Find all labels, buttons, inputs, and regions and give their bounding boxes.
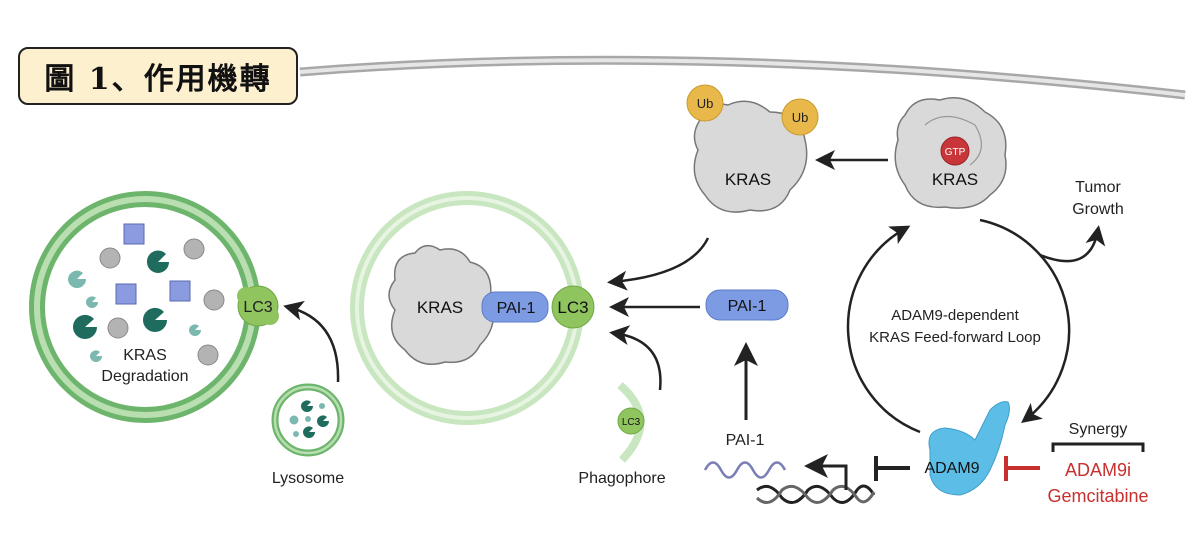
tumor-growth-arrow	[1039, 225, 1106, 263]
cargo-circle	[183, 238, 205, 260]
loop-label: ADAM9-dependent	[891, 307, 1019, 324]
cargo-square	[123, 223, 145, 245]
synergy-label: Synergy	[1069, 421, 1128, 438]
mrna-icon	[703, 461, 787, 479]
kras-degradation-label-2: Degradation	[101, 368, 188, 385]
pai1-label: PAI-1	[497, 300, 536, 317]
tumor-growth-label-2: Growth	[1072, 201, 1124, 218]
figure-title: 圖 1、作用機轉	[18, 47, 298, 105]
lc3-label: LC3	[243, 299, 272, 316]
tumor-growth-label: Tumor	[1075, 179, 1121, 196]
cargo-circle	[107, 317, 129, 339]
lysosome: Lysosome	[271, 383, 345, 487]
gtp-label: GTP	[945, 147, 966, 158]
cargo-square	[169, 280, 191, 302]
pai1-mrna-label: PAI-1	[726, 432, 765, 449]
cell-membrane	[299, 55, 1186, 100]
pai1-protein-free: PAI-1	[705, 289, 789, 321]
adam9-label: ADAM9	[924, 460, 979, 477]
kras-degradation-label: KRAS	[123, 347, 167, 364]
dna-helix-icon	[755, 484, 876, 504]
kras-label: KRAS	[417, 298, 463, 317]
gemcitabine-label: Gemcitabine	[1047, 486, 1148, 506]
phagophore-arrow	[609, 325, 662, 391]
lc3-label: LC3	[622, 417, 641, 428]
ubiquitination-arrow	[607, 237, 710, 291]
kras-protein: KRAS	[388, 244, 495, 365]
feed-forward-loop: ADAM9-dependent KRAS Feed-forward Loop	[846, 218, 1071, 434]
kras-label: KRAS	[725, 170, 771, 189]
gtp-molecule: GTP	[940, 136, 970, 166]
cargo-circle	[99, 247, 121, 269]
active-kras-gtp: GTP KRAS	[894, 97, 1007, 209]
phagophore: LC3 Phagophore	[578, 381, 666, 487]
ubiquitinated-kras: Ub Ub KRAS	[686, 84, 819, 213]
cargo-circle	[197, 344, 219, 366]
lc3-protein: LC3	[551, 285, 595, 329]
ub-label: Ub	[697, 96, 714, 111]
ubiquitin: Ub	[781, 98, 819, 136]
pai1-label: PAI-1	[728, 298, 767, 315]
autolysosome: KRAS Degradation LC3	[29, 191, 279, 423]
loop-label-2: KRAS Feed-forward Loop	[869, 329, 1041, 346]
pai1-protein: PAI-1	[481, 291, 549, 323]
lysosome-label: Lysosome	[272, 470, 344, 487]
fusion-arrow	[283, 300, 340, 383]
transcription-arrow	[804, 454, 848, 490]
loop-arrow-right	[979, 218, 1071, 424]
enzyme-icon	[67, 250, 201, 362]
phagophore-label: Phagophore	[578, 470, 665, 487]
cargo-circle	[203, 289, 225, 311]
adam9-repression	[874, 456, 910, 481]
lc3-protein: LC3	[237, 285, 279, 327]
kras-label: KRAS	[932, 170, 978, 189]
cargo-square	[115, 283, 137, 305]
synergy-bracket	[1051, 442, 1145, 452]
lc3-label: LC3	[557, 298, 588, 317]
loop-arrow-left	[846, 225, 921, 434]
adam9-protein: ADAM9	[924, 401, 1010, 496]
autophagosome: KRAS PAI-1 LC3	[350, 191, 595, 425]
ub-label: Ub	[792, 110, 809, 125]
ubiquitin: Ub	[686, 84, 724, 122]
adam9i-label: ADAM9i	[1065, 460, 1131, 480]
inhibitor-repression	[1004, 456, 1040, 481]
